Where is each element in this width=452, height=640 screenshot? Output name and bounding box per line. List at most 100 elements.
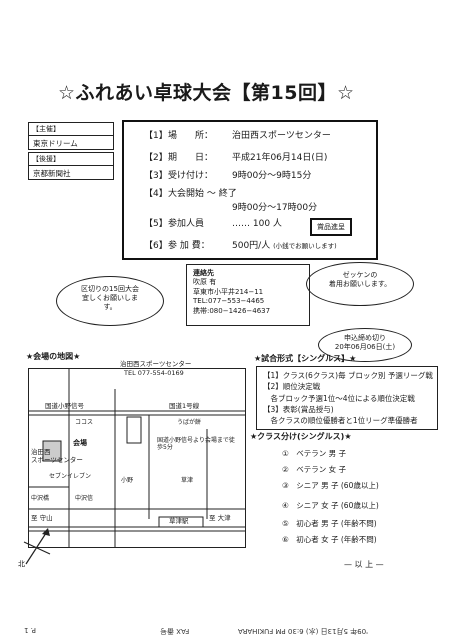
detail-label: 期 日：	[168, 153, 214, 163]
sponsor-box: 【主催】 東京ドリーム	[28, 122, 114, 150]
class-item: ③ シニア 男 子 (60歳以上)	[282, 480, 379, 491]
detail-value: 500円/人	[232, 241, 271, 251]
bubble-line: 宜しくお願いしま	[82, 293, 138, 302]
contact-label: 連絡先	[193, 269, 214, 277]
prize-badge: 賞品進呈	[310, 218, 352, 236]
north-arrow-icon	[23, 528, 51, 565]
detail-num: 【1】	[144, 131, 168, 141]
map-label: うばが餅	[177, 419, 202, 426]
fax-label: FAX 番号	[160, 627, 190, 635]
map-label: 小野	[121, 477, 134, 484]
fee-note: (小銭でお願いします)	[273, 242, 337, 250]
detail-num: 【5】	[144, 219, 168, 229]
class-name: シニア 女 子 (60歳以上)	[296, 501, 379, 510]
rules-box: 【1】クラス(6クラス)毎 ブロック別 予選リーグ戦 【2】順位決定戦 各ブロッ…	[256, 366, 438, 430]
detail-row: 【6】参 加 費： 500円/人 (小銭でお願いします)	[144, 238, 337, 251]
class-no: ②	[282, 465, 289, 474]
map-heading: ★会場の地図★	[26, 352, 81, 361]
right-bubble: ゼッケンの 着用お願いします。	[306, 262, 414, 306]
page-number: P. 1	[24, 626, 37, 634]
map-label: 草津	[181, 477, 194, 484]
event-details-box: 【1】場 所：治田西スポーツセンター 【2】期 日： 平成21年06月14日(日)…	[122, 120, 378, 260]
detail-value: 平成21年06月14日(日)	[232, 153, 328, 163]
map-label: 至 大津	[209, 514, 231, 522]
detail-num: 【3】	[144, 171, 168, 181]
class-item: ⑤ 初心者 男 子 (年齢不問)	[282, 518, 377, 529]
bubble-line: す。	[103, 302, 117, 311]
detail-label: 受け付け：	[168, 171, 214, 181]
rule-item: 【3】表彰(賞品授与)	[263, 404, 334, 414]
left-bubble: 区切りの15回大会 宜しくお願いしま す。	[56, 276, 164, 326]
detail-value: 9時00分〜9時15分	[232, 171, 312, 181]
rule-item: 各クラスの順位優勝者と1位リーグ準優勝者	[263, 416, 418, 425]
bubble-line: 区切りの15回大会	[81, 285, 139, 293]
detail-row: 【1】場 所：治田西スポーツセンター	[144, 128, 331, 141]
deadline-line: 20年06月06日(土)	[334, 342, 396, 351]
detail-row: 【5】参加人員 ‥‥‥ 100 人	[144, 216, 282, 229]
class-name: 初心者 女 子 (年齢不問)	[296, 535, 377, 544]
class-name: ベテラン 男 子	[296, 449, 347, 458]
map-label: 国道小野信号より会場まで徒歩5分	[157, 437, 235, 452]
deadline-line: 申込締め切り	[344, 334, 386, 342]
detail-label: 大会開始 〜 終了	[168, 189, 237, 199]
class-no: ⑤	[282, 519, 289, 528]
contact-tel: TEL:077−553−4465	[193, 297, 265, 306]
detail-label: 参加人員	[168, 219, 205, 229]
detail-value: 治田西スポーツセンター	[232, 131, 331, 141]
rule-item: 各ブロック予選1位〜4位による順位決定戦	[263, 393, 415, 403]
deadline-bubble: 申込締め切り 20年06月06日(土)	[318, 328, 412, 362]
class-heading: ★クラス分け(シングルス)★	[250, 432, 352, 441]
detail-num: 【2】	[144, 153, 168, 163]
class-no: ④	[282, 501, 289, 510]
rule-item: 【1】クラス(6クラス)毎 ブロック別 予選リーグ戦	[263, 371, 433, 380]
contact-box: 連絡先 吹原 有 草東市小平井214−11 TEL:077−553−4465 携…	[186, 264, 310, 326]
detail-value: ‥‥‥ 100 人	[232, 219, 282, 229]
class-item: ④ シニア 女 子 (60歳以上)	[282, 500, 379, 511]
class-name: ベテラン 女 子	[296, 465, 347, 474]
map-label: スポーツセンター	[31, 456, 83, 464]
class-item: ② ベテラン 女 子	[282, 464, 346, 475]
detail-row: 【4】大会開始 〜 終了	[144, 186, 237, 199]
contact-name: 吹原 有	[193, 278, 217, 287]
map-label: 治田西	[31, 448, 51, 456]
map-label: 会場	[73, 439, 87, 447]
bubble-line: 着用お願いします。	[328, 279, 392, 288]
map-label: 中沢信	[75, 495, 94, 502]
map-label: セブンイレブン	[49, 473, 92, 480]
map-graphic	[29, 369, 245, 547]
detail-num: 【6】	[144, 241, 168, 251]
detail-row: 【3】受け付け： 9時00分〜9時15分	[144, 168, 311, 181]
detail-label: 参 加 費：	[168, 241, 210, 251]
detail-value: 9時00分〜17時00分	[232, 203, 318, 213]
class-no: ⑥	[282, 535, 289, 544]
map-label: 至 守山	[31, 514, 53, 522]
contact-mobile: 携帯:080−1426−4637	[193, 306, 271, 315]
class-no: ③	[282, 481, 289, 490]
north-label: 北	[18, 560, 25, 568]
rule-item: 【2】順位決定戦	[263, 382, 321, 392]
map-label: ココス	[75, 419, 94, 426]
class-item: ① ベテラン 男 子	[282, 448, 346, 459]
rules-heading: ★試合形式【シングルス】★	[254, 354, 357, 363]
map-label: 国道1号線	[169, 402, 200, 410]
sponsor-name: 東京ドリーム	[29, 135, 113, 149]
closing-text: — 以 上 —	[344, 560, 384, 569]
map-label: 草津駅	[169, 517, 189, 525]
supporter-name: 京都新聞社	[29, 165, 113, 179]
page-title: ☆ふれあい卓球大会【第15回】☆	[58, 82, 355, 104]
map-venue-name: 治田西スポーツセンター	[120, 360, 192, 368]
map-venue-tel: TEL 077-554-0169	[124, 369, 184, 377]
fax-stamp: '09年 5月13日 (水) 6:30 PM FUKIHARA	[238, 627, 368, 635]
bubble-line: ゼッケンの	[342, 271, 378, 279]
class-name: 初心者 男 子 (年齢不問)	[296, 519, 377, 528]
class-item: ⑥ 初心者 女 子 (年齢不問)	[282, 534, 377, 545]
class-name: シニア 男 子 (60歳以上)	[296, 481, 379, 490]
map-label: 中沢橋	[31, 495, 50, 502]
venue-map: 国道小野信号 国道1号線 ココス うばが餅 会場 治田西 スポーツセンター セブ…	[28, 368, 246, 548]
supporter-label: 【後援】	[32, 155, 60, 163]
contact-address: 草東市小平井214−11	[193, 287, 264, 296]
map-label: 国道小野信号	[45, 402, 84, 410]
supporter-box: 【後援】 京都新聞社	[28, 152, 114, 180]
detail-num: 【4】	[144, 189, 168, 199]
detail-row: 【2】期 日： 平成21年06月14日(日)	[144, 150, 327, 163]
